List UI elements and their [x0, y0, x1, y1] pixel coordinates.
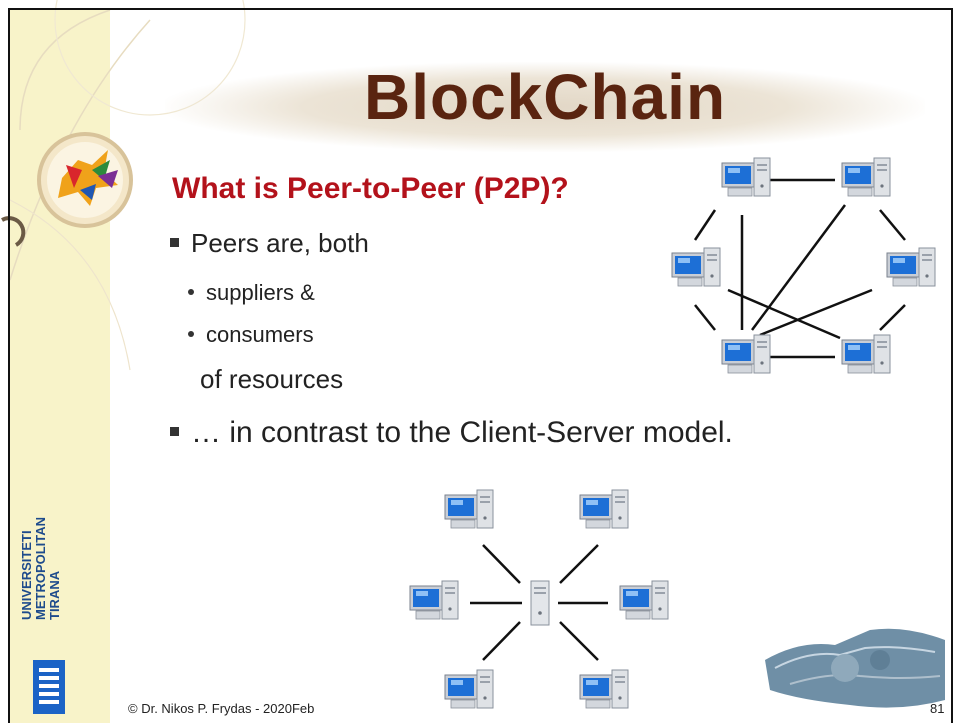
bullet-text: … in contrast to the Client-Server model… [191, 416, 733, 449]
robot-handshake-image [765, 628, 945, 708]
slide-frame [8, 8, 953, 723]
bullet-text: Peers are, both [191, 228, 369, 258]
server-icon [530, 580, 550, 626]
square-bullet-icon [170, 237, 179, 247]
square-bullet-icon [170, 426, 179, 436]
university-logo [33, 660, 65, 714]
university-line: UNIVERSITETI [19, 530, 34, 620]
p2p-network-diagram [693, 178, 906, 359]
university-line: METROPOLITAN [33, 516, 48, 620]
bullet-text: suppliers & [206, 280, 315, 305]
bullet-peers: Peers are, both [170, 228, 369, 259]
sidebar [10, 10, 110, 723]
university-name: UNIVERSITETI METROPOLITAN TIRANA [19, 516, 62, 620]
bullet-contrast: … in contrast to the Client-Server model… [170, 416, 733, 450]
computer-icon [841, 157, 891, 197]
p2p-computers [671, 157, 936, 374]
computer-icon [841, 334, 891, 374]
slide-subtitle: What is Peer-to-Peer (P2P)? [172, 172, 569, 205]
bullet-text: consumers [206, 322, 314, 347]
dot-bullet-icon [188, 289, 194, 296]
page-number: 81 [930, 701, 945, 716]
computer-icon [444, 669, 494, 709]
university-line: TIRANA [47, 570, 62, 620]
client-server-diagram [470, 544, 608, 661]
sub-bullet-consumers: consumers [188, 322, 314, 348]
computer-icon [721, 157, 771, 197]
client-server-nodes [409, 489, 669, 709]
title-glow [165, 62, 925, 152]
computer-icon [886, 247, 936, 287]
footer-copyright: © Dr. Nikos P. Frydas - 2020Feb [128, 701, 315, 716]
computer-icon [409, 580, 459, 620]
dot-bullet-icon [188, 331, 194, 338]
computer-icon [579, 489, 629, 529]
sub-bullet-suppliers: suppliers & [188, 280, 315, 306]
computer-icon [721, 334, 771, 374]
computer-icon [619, 580, 669, 620]
computer-icon [579, 669, 629, 709]
computer-icon [671, 247, 721, 287]
text-of-resources: of resources [200, 364, 344, 394]
computer-icon [444, 489, 494, 529]
slide-title: BlockChain [363, 61, 727, 133]
